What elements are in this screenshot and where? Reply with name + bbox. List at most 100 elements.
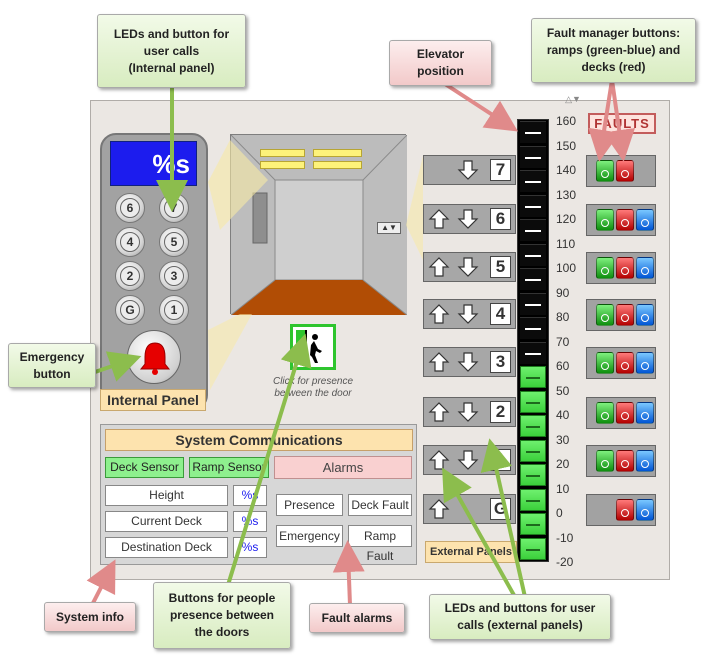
position-gauge-segment bbox=[520, 415, 546, 437]
gauge-tick-label: 160 bbox=[556, 114, 577, 128]
gauge-tick-label: 100 bbox=[556, 261, 577, 275]
floor-button-label: 7 bbox=[164, 198, 184, 218]
floor-button-7[interactable]: 7 bbox=[159, 193, 189, 223]
gauge-tick-label: 0 bbox=[556, 506, 563, 520]
ramp-fault-button[interactable] bbox=[596, 160, 614, 182]
gauge-segment-mark bbox=[525, 205, 541, 208]
ramp-fault-alarm: Ramp Fault bbox=[348, 525, 412, 563]
ceiling-light bbox=[313, 161, 362, 169]
fault-panel-3 bbox=[586, 347, 656, 379]
up-arrow-icon[interactable] bbox=[428, 449, 450, 471]
current-deck-label: Current Deck bbox=[105, 511, 228, 532]
fault-panel-g bbox=[586, 494, 656, 526]
callout-internal-leds: LEDs and button for user calls (Internal… bbox=[97, 14, 246, 88]
floor-button-4[interactable]: 4 bbox=[115, 227, 145, 257]
ramp-fault-button[interactable] bbox=[636, 257, 654, 279]
gauge-tick-label: 20 bbox=[556, 457, 570, 471]
position-gauge-segment bbox=[520, 488, 546, 511]
ramp-fault-button[interactable] bbox=[636, 304, 654, 326]
position-gauge-segment bbox=[520, 268, 546, 290]
callout-emergency: Emergency button bbox=[8, 343, 96, 388]
down-arrow-icon[interactable] bbox=[457, 208, 479, 230]
floor-button-label: 2 bbox=[120, 266, 140, 286]
deck-fault-button[interactable] bbox=[616, 209, 634, 231]
callout-presence-buttons: Buttons for people presence between the … bbox=[153, 582, 291, 649]
gauge-tick-label: 120 bbox=[556, 212, 577, 226]
up-arrow-icon[interactable] bbox=[428, 401, 450, 423]
floor-number: 6 bbox=[490, 208, 511, 230]
down-arrow-icon[interactable] bbox=[457, 159, 479, 181]
ramp-fault-button[interactable] bbox=[596, 450, 614, 472]
floor-button-1[interactable]: 1 bbox=[159, 295, 189, 325]
floor-button-2[interactable]: 2 bbox=[115, 261, 145, 291]
ramp-fault-button[interactable] bbox=[596, 304, 614, 326]
ramp-fault-button[interactable] bbox=[636, 402, 654, 424]
up-arrow-icon[interactable] bbox=[428, 498, 450, 520]
floor-button-3[interactable]: 3 bbox=[159, 261, 189, 291]
down-arrow-icon[interactable] bbox=[457, 351, 479, 373]
down-arrow-icon[interactable] bbox=[457, 401, 479, 423]
down-arrow-icon[interactable] bbox=[457, 303, 479, 325]
position-gauge-segment bbox=[520, 537, 546, 560]
gauge-tick-label: -20 bbox=[556, 555, 574, 569]
gauge-tick-label: 60 bbox=[556, 359, 570, 373]
height-label: Height bbox=[105, 485, 228, 506]
gauge-segment-mark bbox=[525, 254, 541, 257]
emergency-button[interactable] bbox=[127, 330, 181, 384]
ramp-fault-button[interactable] bbox=[636, 450, 654, 472]
system-communications-title: System Communications bbox=[105, 429, 413, 451]
up-arrow-icon[interactable] bbox=[428, 303, 450, 325]
up-arrow-icon[interactable] bbox=[428, 256, 450, 278]
fault-panel-6 bbox=[586, 204, 656, 236]
floor-button-5[interactable]: 5 bbox=[159, 227, 189, 257]
presence-caption: Click for presence between the door bbox=[272, 376, 354, 399]
gauge-segment-mark bbox=[526, 524, 540, 526]
presence-button[interactable] bbox=[290, 324, 336, 370]
deck-fault-button[interactable] bbox=[616, 304, 634, 326]
deck-fault-button[interactable] bbox=[616, 450, 634, 472]
ramp-fault-button[interactable] bbox=[596, 257, 614, 279]
ramp-fault-button[interactable] bbox=[636, 499, 654, 521]
external-panel-6: 6 bbox=[423, 204, 516, 234]
down-arrow-icon[interactable] bbox=[457, 449, 479, 471]
position-gauge-segment bbox=[520, 170, 546, 192]
floor-number: 5 bbox=[490, 256, 511, 278]
alarms-header: Alarms bbox=[274, 456, 412, 479]
cabin-call-button[interactable]: ▲▼ bbox=[377, 222, 401, 234]
ramp-fault-button[interactable] bbox=[596, 352, 614, 374]
floor-button-label: 3 bbox=[164, 266, 184, 286]
ramp-fault-button[interactable] bbox=[596, 402, 614, 424]
gauge-tick-label: 40 bbox=[556, 408, 570, 422]
down-arrow-icon[interactable] bbox=[457, 256, 479, 278]
up-arrow-icon[interactable] bbox=[428, 208, 450, 230]
callout-fault-manager: Fault manager buttons: ramps (green-blue… bbox=[531, 18, 696, 83]
position-gauge-segment bbox=[520, 317, 546, 339]
deck-fault-button[interactable] bbox=[616, 499, 634, 521]
deck-fault-button[interactable] bbox=[616, 160, 634, 182]
external-panel-1: 1 bbox=[423, 445, 516, 475]
gauge-segment-mark bbox=[525, 230, 541, 232]
up-arrow-icon[interactable] bbox=[428, 351, 450, 373]
floor-button-label: 1 bbox=[164, 300, 184, 320]
callout-system-info: System info bbox=[44, 602, 136, 632]
gauge-tick-label: 80 bbox=[556, 310, 570, 324]
ramp-fault-button[interactable] bbox=[596, 209, 614, 231]
position-gauge-segment bbox=[520, 243, 546, 266]
external-panel-5: 5 bbox=[423, 252, 516, 282]
ramp-fault-button[interactable] bbox=[636, 352, 654, 374]
elevator-position-gauge bbox=[517, 119, 549, 562]
floor-button-6[interactable]: 6 bbox=[115, 193, 145, 223]
floor-number: 3 bbox=[490, 351, 511, 373]
gauge-tick-label: 130 bbox=[556, 187, 577, 202]
gauge-tick-label: 50 bbox=[556, 383, 570, 398]
panel-collapse-icon[interactable]: △▼ bbox=[565, 94, 581, 104]
deck-fault-button[interactable] bbox=[616, 257, 634, 279]
gauge-segment-mark bbox=[525, 328, 541, 330]
deck-fault-button[interactable] bbox=[616, 402, 634, 424]
external-panels-label: External Panels bbox=[425, 541, 517, 563]
deck-fault-button[interactable] bbox=[616, 352, 634, 374]
floor-button-label: 4 bbox=[120, 232, 140, 252]
ramp-fault-button[interactable] bbox=[636, 209, 654, 231]
floor-number: 2 bbox=[490, 401, 511, 423]
floor-button-g[interactable]: G bbox=[115, 295, 145, 325]
